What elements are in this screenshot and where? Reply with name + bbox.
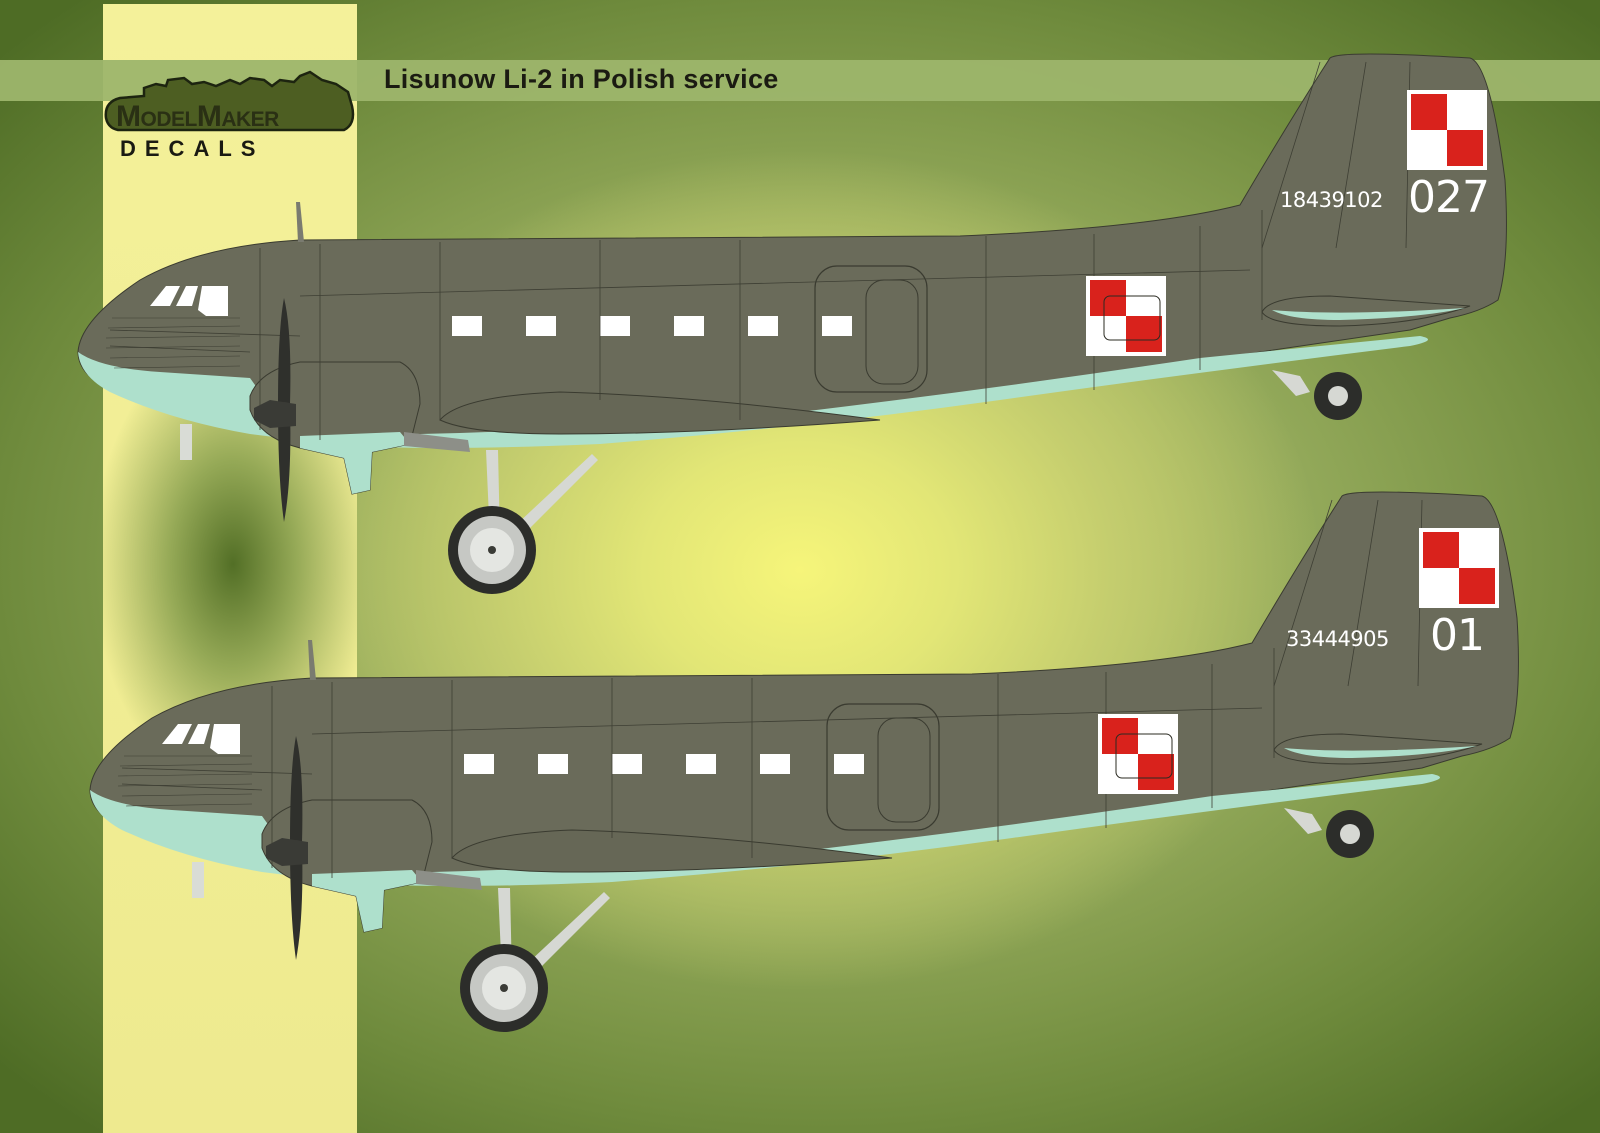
cabin-window bbox=[526, 316, 556, 336]
cargo-door bbox=[814, 265, 928, 393]
cabin-window bbox=[674, 316, 704, 336]
cabin-window bbox=[452, 316, 482, 336]
cabin-window bbox=[822, 316, 852, 336]
page-title: Lisunow Li-2 in Polish service bbox=[384, 64, 779, 94]
cabin-window bbox=[748, 316, 778, 336]
wing-root bbox=[451, 829, 893, 873]
wing-root bbox=[439, 391, 881, 435]
cabin-window bbox=[760, 754, 790, 774]
cockpit-window bbox=[198, 286, 228, 316]
cabin-window bbox=[464, 754, 494, 774]
engine-nacelle bbox=[249, 361, 421, 495]
fuselage-roundel-2-icon bbox=[1098, 714, 1178, 794]
aircraft-2-serial: 33444905 bbox=[1286, 627, 1389, 651]
cabin-window bbox=[538, 754, 568, 774]
engine-nacelle bbox=[261, 799, 433, 933]
aircraft-2-tail-number: 01 bbox=[1430, 610, 1485, 661]
cabin-window bbox=[600, 316, 630, 336]
aircraft-1-tail-number: 027 bbox=[1408, 172, 1490, 223]
tail-landing-gear bbox=[1272, 370, 1362, 420]
tail-roundel-2-icon bbox=[1419, 528, 1499, 608]
cockpit-window bbox=[162, 724, 192, 744]
cockpit-window bbox=[150, 286, 180, 306]
tail-landing-gear bbox=[1284, 808, 1374, 858]
cabin-window bbox=[834, 754, 864, 774]
modelmaker-logo bbox=[104, 70, 355, 132]
cockpit-window bbox=[210, 724, 240, 754]
aircraft-1-serial: 18439102 bbox=[1280, 188, 1383, 212]
main-landing-gear bbox=[448, 450, 598, 594]
cockpit-window bbox=[188, 724, 210, 744]
cockpit-window bbox=[176, 286, 198, 306]
cabin-window bbox=[686, 754, 716, 774]
tail-roundel-1-icon bbox=[1407, 90, 1487, 170]
logo-subtitle: DECALS bbox=[120, 136, 265, 161]
main-landing-gear bbox=[460, 888, 610, 1032]
cabin-window bbox=[612, 754, 642, 774]
fuselage-roundel-1-icon bbox=[1086, 276, 1166, 356]
logo-wordmark: ModelMaker bbox=[116, 100, 279, 133]
cargo-door bbox=[826, 703, 940, 831]
